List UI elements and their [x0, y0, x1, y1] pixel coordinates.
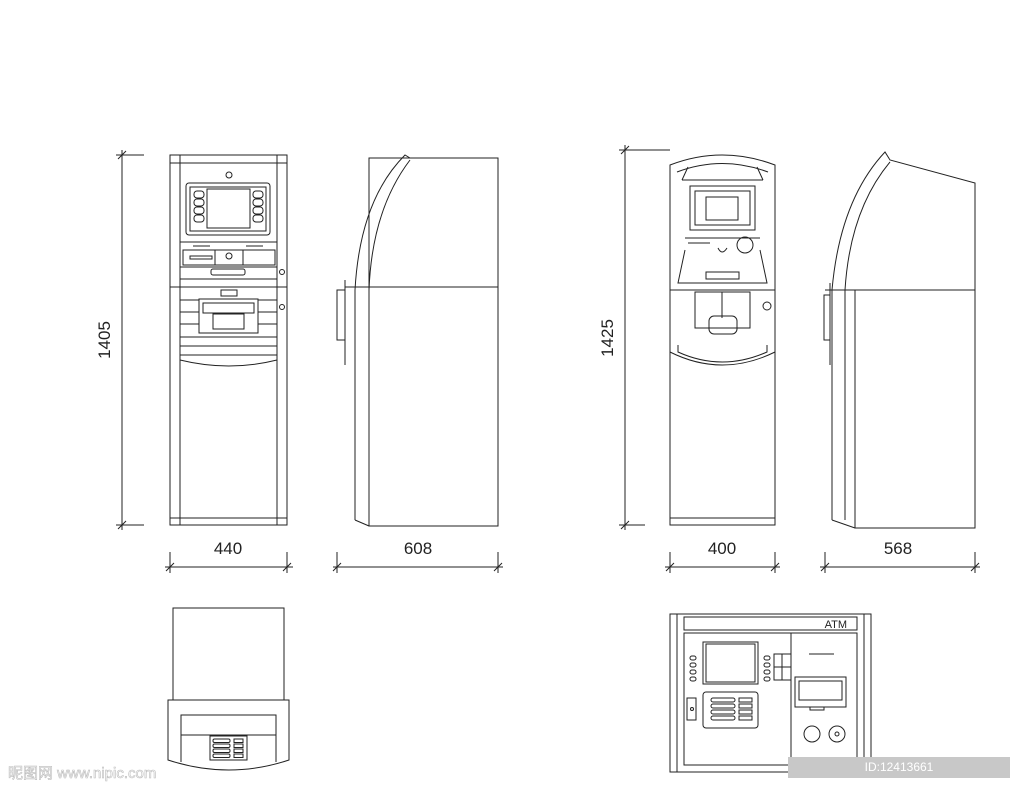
atm1-front-view — [169, 154, 288, 526]
atm2-height-label: 1425 — [598, 319, 617, 357]
atm2-front-view — [669, 154, 776, 526]
atm1-depth-label: 608 — [404, 539, 432, 558]
atm2-panel-view: ATM — [669, 613, 872, 773]
atm2-side-view — [823, 151, 976, 529]
atm2-depth-label: 568 — [884, 539, 912, 558]
atm1-dimensions: 1405 440 608 — [95, 150, 503, 573]
atm1-width-label: 440 — [214, 539, 242, 558]
image-id-watermark: ID:12413661 NO:20200103130358928461 — [788, 757, 1010, 788]
atm1-top-view — [167, 607, 290, 771]
site-watermark: 昵图网 www.nipic.com — [8, 765, 156, 782]
atm2-width-label: 400 — [708, 539, 736, 558]
atm2-dimensions: 1425 400 568 — [598, 145, 980, 573]
atm-panel-label: ATM — [825, 619, 847, 631]
atm1-height-label: 1405 — [95, 321, 114, 359]
atm1-side-view — [336, 154, 499, 527]
